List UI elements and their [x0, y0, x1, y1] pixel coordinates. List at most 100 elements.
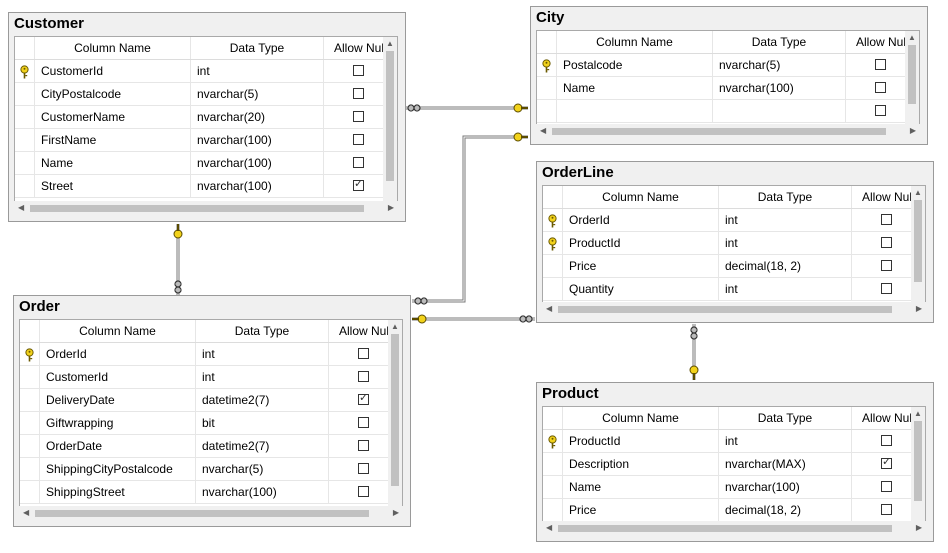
header-allow-nulls[interactable]: Allow Nulls [862, 190, 921, 204]
vertical-scrollbar[interactable]: ▲▼ [911, 407, 925, 535]
scroll-left-icon[interactable]: ◀ [18, 203, 25, 212]
allow-nulls-checkbox[interactable] [875, 105, 886, 116]
row-selector[interactable] [15, 152, 35, 174]
column-name-cell[interactable] [557, 100, 713, 122]
scroll-thumb[interactable] [558, 306, 892, 313]
allow-nulls-checkbox[interactable] [358, 440, 369, 451]
allow-nulls-checkbox[interactable] [881, 504, 892, 515]
column-name-cell[interactable]: Name [35, 152, 191, 174]
data-type-cell[interactable]: decimal(18, 2) [719, 499, 852, 521]
allow-nulls-checkbox[interactable] [353, 111, 364, 122]
scroll-up-icon[interactable]: ▲ [908, 33, 916, 42]
allow-nulls-checkbox[interactable]: ✓ [881, 456, 892, 469]
row-selector[interactable] [543, 476, 563, 498]
data-type-cell[interactable]: nvarchar(100) [196, 481, 329, 503]
horizontal-scrollbar[interactable]: ◀▶ [542, 302, 926, 317]
row-selector[interactable] [15, 60, 35, 82]
header-allow-nulls[interactable]: Allow Nulls [862, 411, 921, 425]
data-type-cell[interactable]: nvarchar(5) [713, 54, 846, 76]
data-type-cell[interactable]: nvarchar(100) [719, 476, 852, 498]
allow-nulls-checkbox[interactable] [358, 486, 369, 497]
allow-nulls-checkbox[interactable] [881, 481, 892, 492]
header-allow-nulls[interactable]: Allow Nulls [339, 324, 398, 338]
data-type-cell[interactable]: int [719, 232, 852, 254]
data-type-cell[interactable]: int [719, 430, 852, 452]
data-type-cell[interactable]: bit [196, 412, 329, 434]
scroll-left-icon[interactable]: ◀ [546, 523, 553, 532]
row-selector[interactable] [543, 499, 563, 521]
column-name-cell[interactable]: ShippingCityPostalcode [40, 458, 196, 480]
column-name-cell[interactable]: Quantity [563, 278, 719, 300]
scroll-thumb[interactable] [914, 200, 922, 282]
column-name-cell[interactable]: Price [563, 499, 719, 521]
data-type-cell[interactable]: decimal(18, 2) [719, 255, 852, 277]
allow-nulls-checkbox[interactable] [881, 260, 892, 271]
column-name-cell[interactable]: Giftwrapping [40, 412, 196, 434]
scroll-right-icon[interactable]: ▶ [915, 523, 922, 532]
header-column-name[interactable]: Column Name [35, 37, 191, 59]
scroll-right-icon[interactable]: ▶ [392, 508, 399, 517]
scroll-left-icon[interactable]: ◀ [23, 508, 30, 517]
row-selector[interactable] [15, 83, 35, 105]
scroll-thumb[interactable] [914, 421, 922, 501]
column-name-cell[interactable]: CustomerId [35, 60, 191, 82]
data-type-cell[interactable]: datetime2(7) [196, 435, 329, 457]
allow-nulls-checkbox[interactable] [358, 463, 369, 474]
row-selector[interactable] [543, 430, 563, 452]
scroll-thumb[interactable] [35, 510, 369, 517]
header-data-type[interactable]: Data Type [719, 407, 852, 429]
scroll-up-icon[interactable]: ▲ [914, 188, 922, 197]
data-type-cell[interactable]: int [191, 60, 324, 82]
header-data-type[interactable]: Data Type [713, 31, 846, 53]
row-selector[interactable] [20, 435, 40, 457]
column-name-cell[interactable]: OrderDate [40, 435, 196, 457]
allow-nulls-checkbox[interactable] [353, 65, 364, 76]
horizontal-scrollbar[interactable]: ◀▶ [536, 124, 920, 139]
row-selector[interactable] [537, 77, 557, 99]
data-type-cell[interactable]: nvarchar(100) [191, 152, 324, 174]
column-name-cell[interactable]: Price [563, 255, 719, 277]
horizontal-scrollbar[interactable]: ◀▶ [542, 521, 926, 536]
header-data-type[interactable]: Data Type [196, 320, 329, 342]
column-name-cell[interactable]: Name [557, 77, 713, 99]
allow-nulls-checkbox[interactable]: ✓ [358, 392, 369, 405]
column-name-cell[interactable]: ProductId [563, 232, 719, 254]
row-selector[interactable] [20, 389, 40, 411]
data-type-cell[interactable]: int [196, 343, 329, 365]
data-type-cell[interactable]: int [719, 209, 852, 231]
data-type-cell[interactable]: nvarchar(5) [196, 458, 329, 480]
data-type-cell[interactable]: int [196, 366, 329, 388]
data-type-cell[interactable]: nvarchar(20) [191, 106, 324, 128]
column-name-cell[interactable]: FirstName [35, 129, 191, 151]
row-selector[interactable] [20, 458, 40, 480]
column-name-cell[interactable]: Postalcode [557, 54, 713, 76]
header-data-type[interactable]: Data Type [719, 186, 852, 208]
column-name-cell[interactable]: OrderId [40, 343, 196, 365]
allow-nulls-checkbox[interactable] [358, 417, 369, 428]
row-selector[interactable] [543, 255, 563, 277]
column-name-cell[interactable]: CustomerId [40, 366, 196, 388]
allow-nulls-checkbox[interactable] [358, 371, 369, 382]
allow-nulls-checkbox[interactable] [875, 59, 886, 70]
scroll-thumb[interactable] [908, 45, 916, 104]
scroll-thumb[interactable] [386, 51, 394, 181]
row-selector[interactable] [15, 106, 35, 128]
row-selector[interactable] [543, 278, 563, 300]
vertical-scrollbar[interactable]: ▲▼ [911, 186, 925, 316]
